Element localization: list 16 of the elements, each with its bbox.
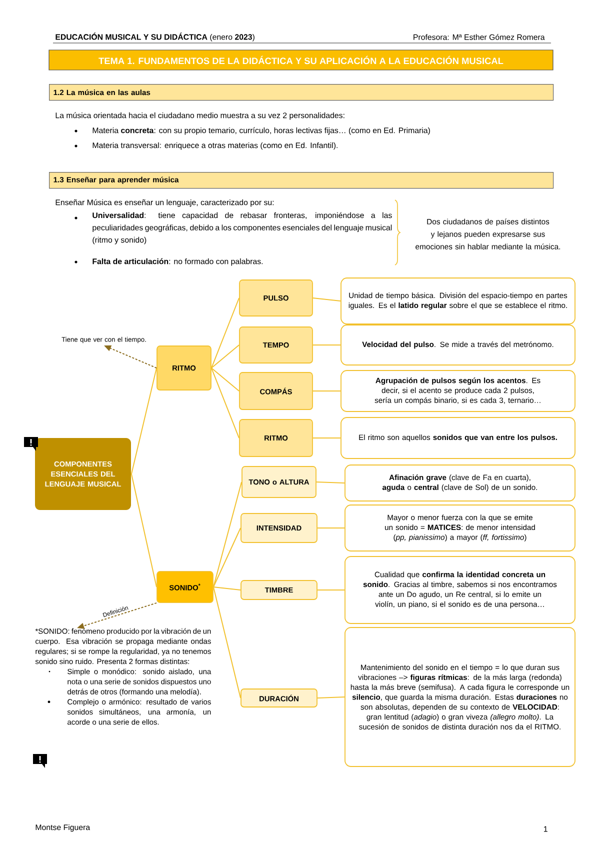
title-band: TEMA 1. FUNDAMENTOS DE LA DIDÁCTICA Y SU APLICACIÓN A LA EDUCACIÓN MUSICAL (48, 50, 554, 70)
connector-line (130, 474, 158, 588)
connector-line (316, 696, 346, 698)
connector-line (210, 298, 240, 368)
connector-line (210, 368, 240, 438)
connector-line (212, 586, 242, 698)
connector-line (212, 586, 242, 590)
connector-line (212, 528, 242, 588)
connector-line (210, 344, 240, 368)
connector-line (130, 368, 158, 474)
connector-line (312, 298, 342, 302)
connector-line (210, 368, 240, 392)
connector-line (316, 482, 346, 484)
connector-line (312, 390, 342, 392)
connector-line (312, 344, 342, 346)
connector-line (212, 482, 242, 588)
